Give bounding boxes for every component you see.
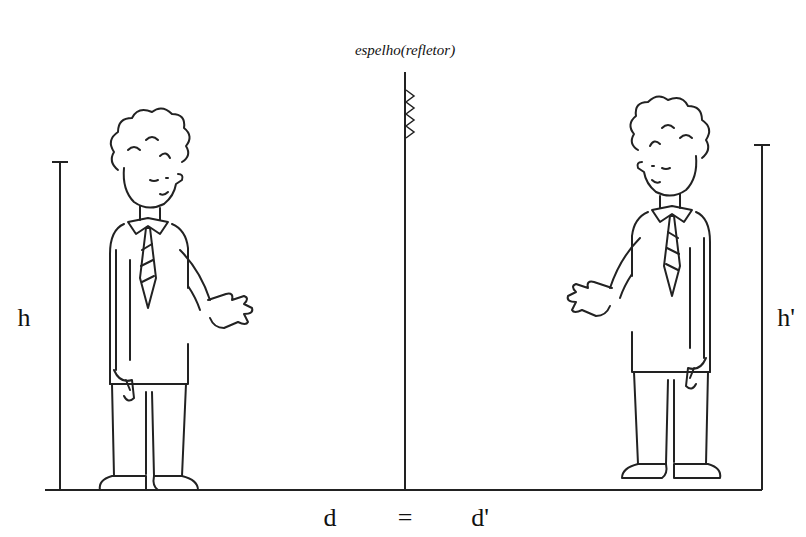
mirror-hatching bbox=[406, 90, 414, 138]
height-label: h bbox=[18, 305, 31, 331]
mirror-line bbox=[404, 72, 406, 490]
image-height-label: h' bbox=[777, 305, 795, 331]
object-person bbox=[100, 108, 253, 490]
image-distance-label: d' bbox=[471, 505, 489, 531]
height-bar bbox=[52, 162, 68, 490]
equals-sign: = bbox=[398, 505, 413, 531]
mirror-label: espelho(refletor) bbox=[355, 43, 455, 58]
ground-line bbox=[45, 489, 762, 491]
image-height-bar bbox=[754, 145, 770, 490]
image-person bbox=[568, 96, 721, 478]
distance-label: d bbox=[324, 505, 337, 531]
